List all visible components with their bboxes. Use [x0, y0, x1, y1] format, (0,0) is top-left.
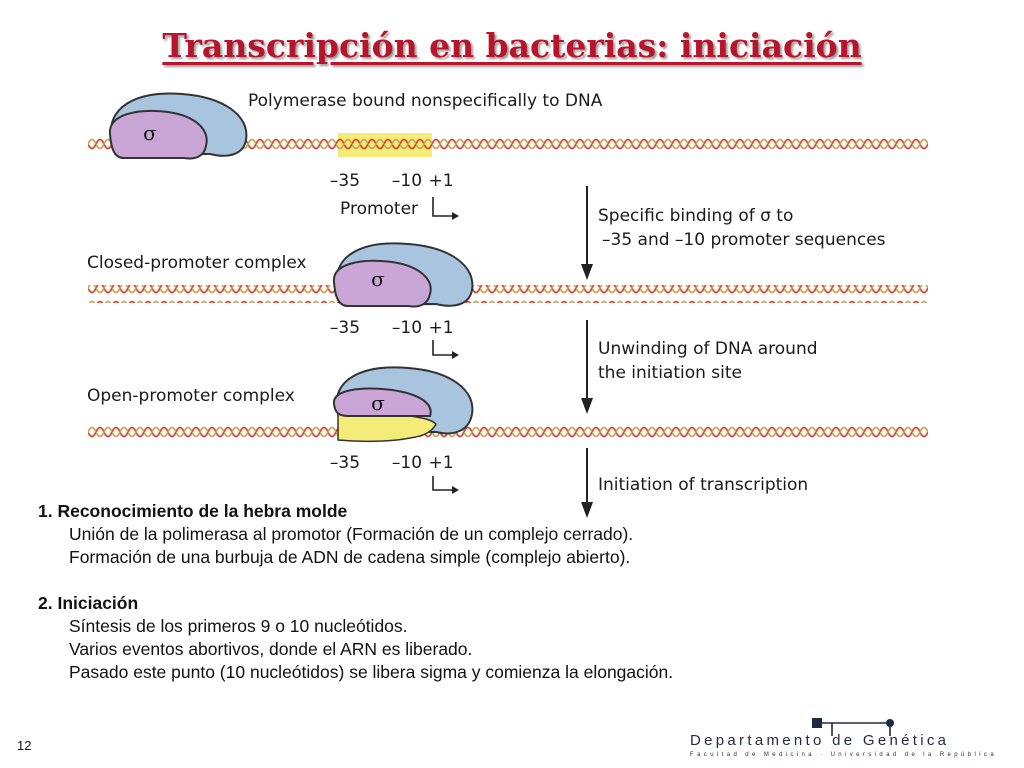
- step-3-arrowhead: [581, 494, 593, 518]
- promoter-label: Promoter: [340, 199, 418, 219]
- section-1-line-1: Unión de la polimerasa al promotor (Form…: [69, 524, 634, 544]
- sigma-symbol: σ: [143, 121, 157, 145]
- position-plus1: +1: [428, 318, 453, 338]
- section-2-line-2: Varios eventos abortivos, donde el ARN e…: [69, 639, 473, 659]
- notes-text: 1. Reconocimiento de la hebra molde Unió…: [38, 500, 938, 684]
- slide-title: Transcripción en bacterias: iniciación: [162, 26, 862, 65]
- logo-graphic: [812, 718, 894, 736]
- section-1-heading: 1. Reconocimiento de la hebra molde: [38, 501, 348, 521]
- transcription-start-arrow: [432, 197, 452, 217]
- step-2-arrow: Unwinding of DNA around the initiation s…: [581, 320, 818, 414]
- stage-3-open-complex: σ Open-promoter complex –35 –10 +1: [87, 366, 928, 494]
- section-2-heading: 2. Iniciación: [38, 593, 139, 613]
- sigma-factor: [332, 387, 432, 417]
- logo-name: Departamento de Genética: [690, 732, 950, 749]
- position-minus35: –35: [330, 171, 360, 191]
- step-1-arrow: Specific binding of σ to –35 and –10 pro…: [581, 186, 886, 280]
- sigma-factor: [332, 259, 432, 308]
- step-2-text: Unwinding of DNA around: [598, 339, 818, 359]
- stage-2-label: Closed-promoter complex: [87, 253, 307, 273]
- transcription-initiation-diagram: σ Polymerase bound nonspecifically to DN…: [87, 91, 928, 496]
- dna-helix: [88, 421, 928, 439]
- page-number: 12: [17, 738, 32, 753]
- position-plus1: +1: [428, 453, 453, 473]
- stage-2-closed-complex: σ Closed-promoter complex –35 –10 +1: [87, 242, 928, 359]
- step-2-text-2: the initiation site: [598, 363, 742, 383]
- stage-1-nonspecific-binding: σ Polymerase bound nonspecifically to DN…: [88, 91, 928, 220]
- position-minus10: –10: [392, 171, 422, 191]
- transcription-start-arrow: [432, 340, 452, 356]
- position-plus1: +1: [428, 171, 453, 191]
- section-2-line-1: Síntesis de los primeros 9 o 10 nucleóti…: [69, 616, 408, 636]
- sigma-symbol: σ: [371, 267, 385, 291]
- department-logo: Departamento de Genética Facultad de Med…: [690, 716, 994, 766]
- step-1-text-2: –35 and –10 promoter sequences: [602, 230, 886, 250]
- section-2-line-3: Pasado este punto (10 nucleótidos) se li…: [69, 662, 674, 682]
- position-minus35: –35: [330, 318, 360, 338]
- position-minus35: –35: [330, 453, 360, 473]
- sigma-factor: [108, 109, 208, 160]
- stage-1-label: Polymerase bound nonspecifically to DNA: [248, 91, 603, 111]
- position-minus10: –10: [392, 453, 422, 473]
- position-minus10: –10: [392, 318, 422, 338]
- dna-helix: [88, 136, 928, 154]
- logo-subtitle: Facultad de Medicina · Universidad de la…: [690, 752, 998, 758]
- step-3-arrow: Initiation of transcription: [586, 448, 808, 496]
- stage-3-label: Open-promoter complex: [87, 386, 295, 406]
- step-1-text: Specific binding of σ to: [598, 206, 793, 226]
- sigma-symbol: σ: [371, 391, 385, 415]
- dna-helix: [88, 285, 928, 303]
- step-3-text: Initiation of transcription: [598, 475, 808, 495]
- section-1-line-2: Formación de una burbuja de ADN de caden…: [69, 547, 631, 567]
- transcription-start-arrow: [432, 476, 452, 491]
